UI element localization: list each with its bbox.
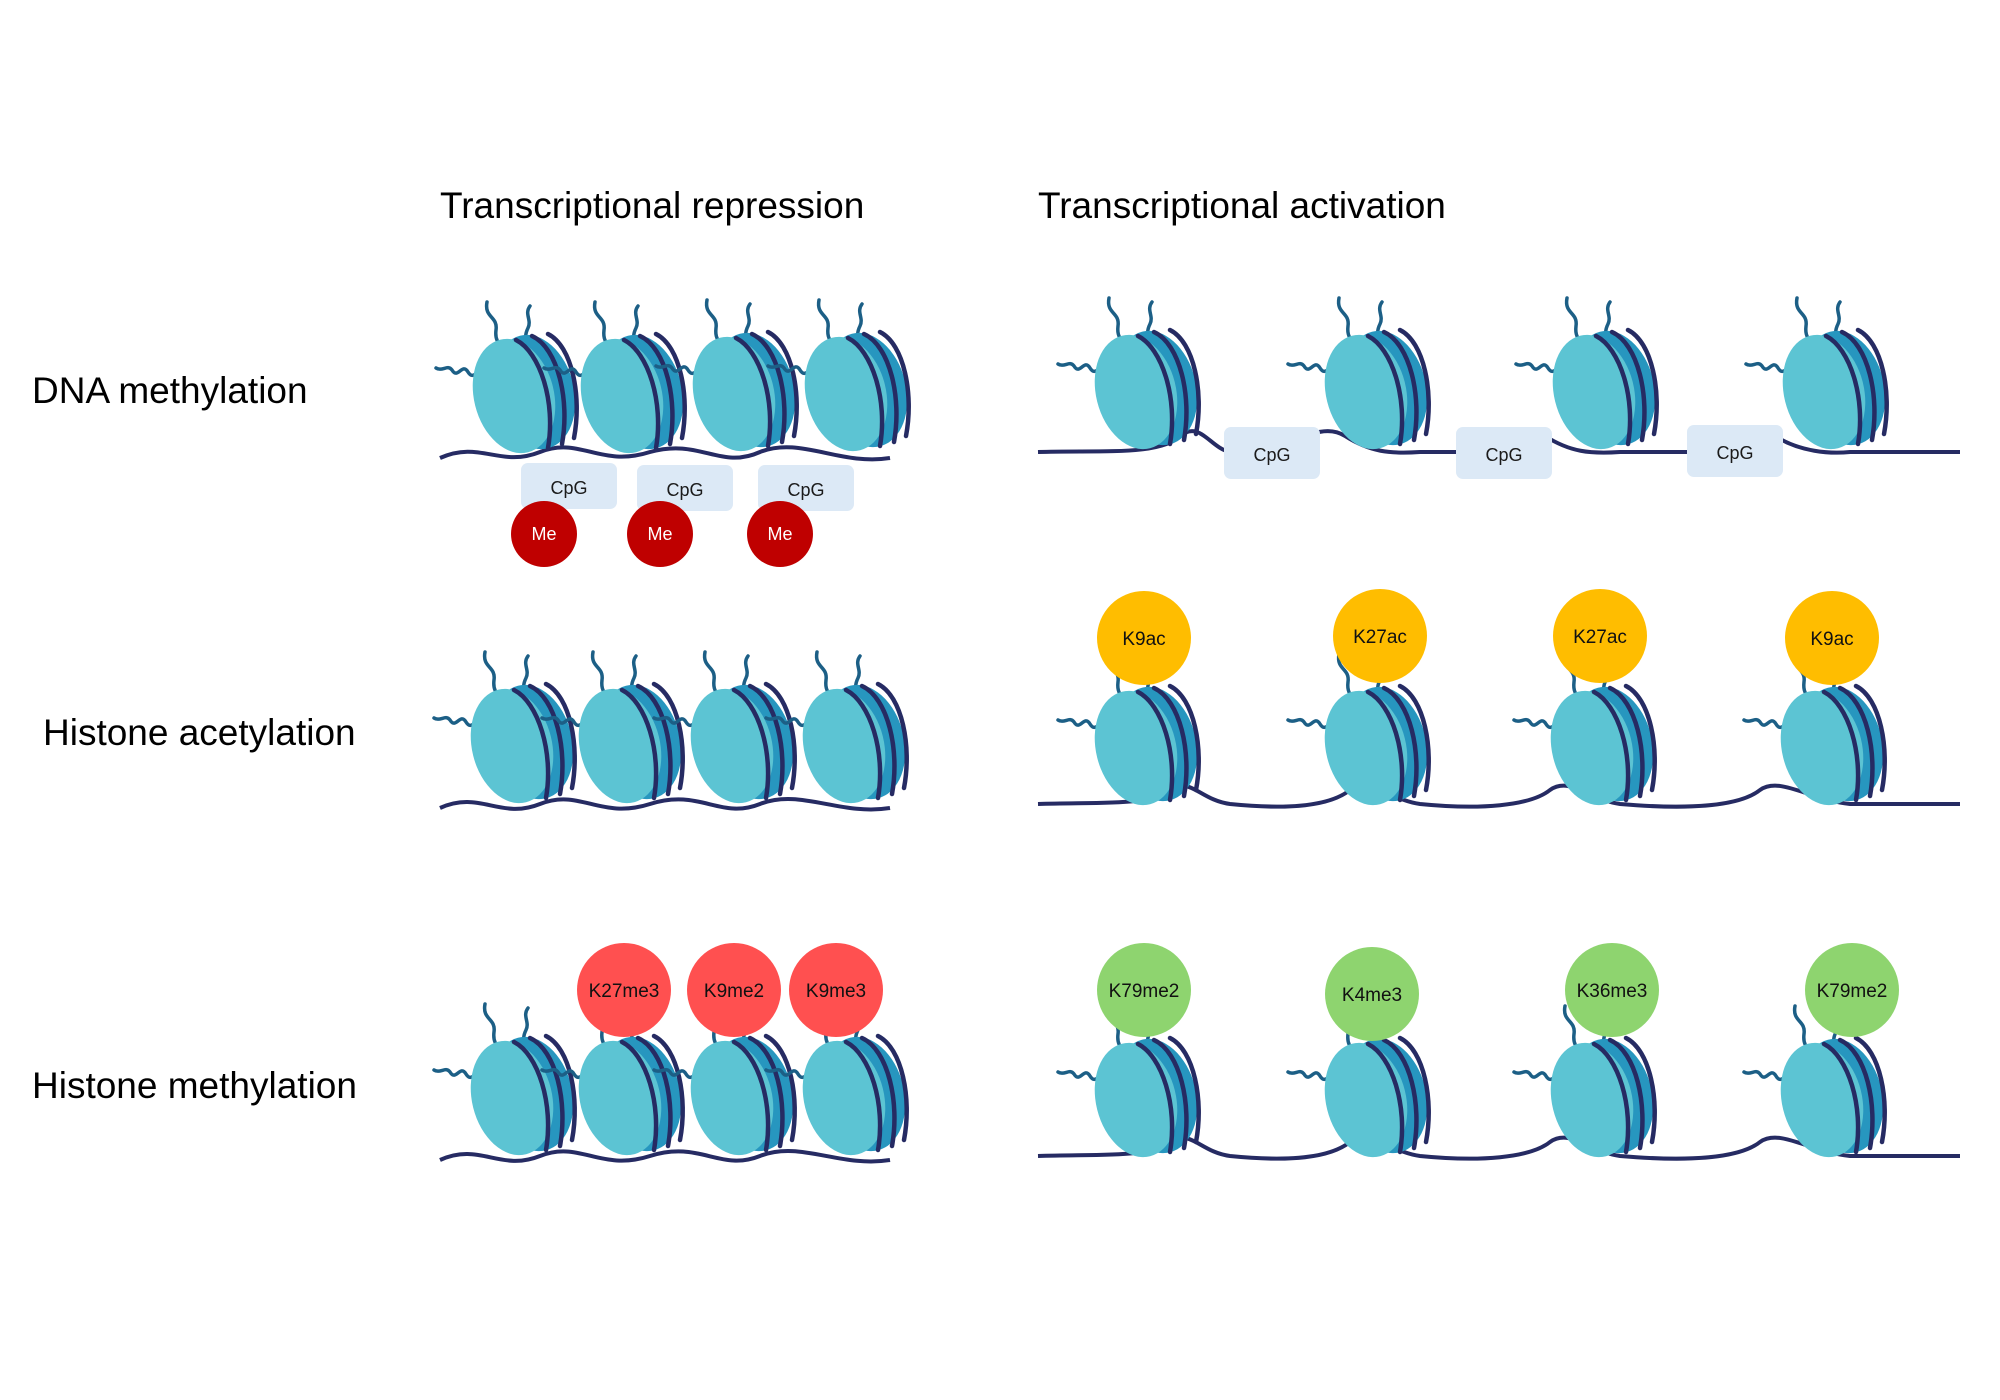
row-label-dna-methylation: DNA methylation	[32, 370, 308, 411]
cpg-site: CpG	[521, 463, 617, 509]
active-methylation-mark: K79me2	[1097, 943, 1191, 1037]
acetylation-mark: K9ac	[1785, 591, 1879, 685]
header-activation: Transcriptional activation	[1038, 185, 1446, 226]
methyl-group: Me	[627, 501, 693, 567]
active-methylation-mark: K36me3	[1565, 943, 1659, 1037]
nucleosome	[436, 302, 587, 462]
mark-label: K27ac	[1573, 627, 1627, 648]
header-repression: Transcriptional repression	[440, 185, 864, 226]
methyl-group: Me	[747, 501, 813, 567]
mark-label: K4me3	[1342, 985, 1402, 1006]
nucleosome	[434, 1004, 585, 1164]
cpg-site: CpG	[1687, 425, 1783, 477]
acetylation-mark: K9ac	[1097, 591, 1191, 685]
mark-label: K9ac	[1122, 629, 1165, 650]
mark-label: K27me3	[589, 981, 660, 1002]
cpg-label: CpG	[1485, 445, 1522, 465]
activation-dna-methylation-panel: CpG CpG CpG	[1037, 298, 1960, 479]
cpg-site: CpG	[637, 465, 733, 511]
nucleosome	[434, 652, 585, 812]
repression-histone-methylation-panel: K27me3 K9me2 K9me3	[434, 943, 917, 1164]
cpg-site: CpG	[1456, 427, 1552, 479]
nucleosome	[1058, 298, 1209, 458]
mark-label: K79me2	[1109, 981, 1180, 1002]
mark-label: K79me2	[1817, 981, 1888, 1002]
repressive-methylation-mark: K9me3	[789, 943, 883, 1037]
row-label-histone-methylation: Histone methylation	[32, 1065, 357, 1106]
repressive-methylation-mark: K9me2	[687, 943, 781, 1037]
repressive-methylation-mark: K27me3	[577, 943, 671, 1037]
dna-strand	[439, 445, 891, 462]
activation-histone-methylation-panel: K79me2 K4me3 K36me3 K79me2	[1037, 943, 1960, 1166]
cpg-site: CpG	[1224, 427, 1320, 479]
mark-label: K9me2	[704, 981, 764, 1002]
cpg-site: CpG	[758, 465, 854, 511]
methyl-label: Me	[767, 524, 792, 544]
dna-strand	[439, 797, 891, 812]
active-methylation-mark: K79me2	[1805, 943, 1899, 1037]
mark-label: K27ac	[1353, 627, 1407, 648]
mark-label: K9me3	[806, 981, 866, 1002]
cpg-label: CpG	[666, 480, 703, 500]
acetylation-mark: K27ac	[1553, 589, 1647, 683]
repression-histone-acetylation-panel	[434, 652, 917, 812]
methyl-label: Me	[531, 524, 556, 544]
activation-histone-acetylation-panel: K9ac K27ac K27ac K9ac	[1037, 589, 1960, 814]
repression-dna-methylation-panel: CpG CpG CpG Me Me Me	[436, 300, 919, 567]
mark-label: K9ac	[1810, 629, 1853, 650]
methyl-label: Me	[647, 524, 672, 544]
active-methylation-mark: K4me3	[1325, 947, 1419, 1041]
cpg-label: CpG	[1253, 445, 1290, 465]
methyl-group: Me	[511, 501, 577, 567]
cpg-label: CpG	[1716, 443, 1753, 463]
mark-label: K36me3	[1577, 981, 1648, 1002]
dna-strand	[439, 1149, 891, 1164]
row-label-histone-acetylation: Histone acetylation	[43, 712, 356, 753]
cpg-label: CpG	[787, 480, 824, 500]
acetylation-mark: K27ac	[1333, 589, 1427, 683]
cpg-label: CpG	[550, 478, 587, 498]
